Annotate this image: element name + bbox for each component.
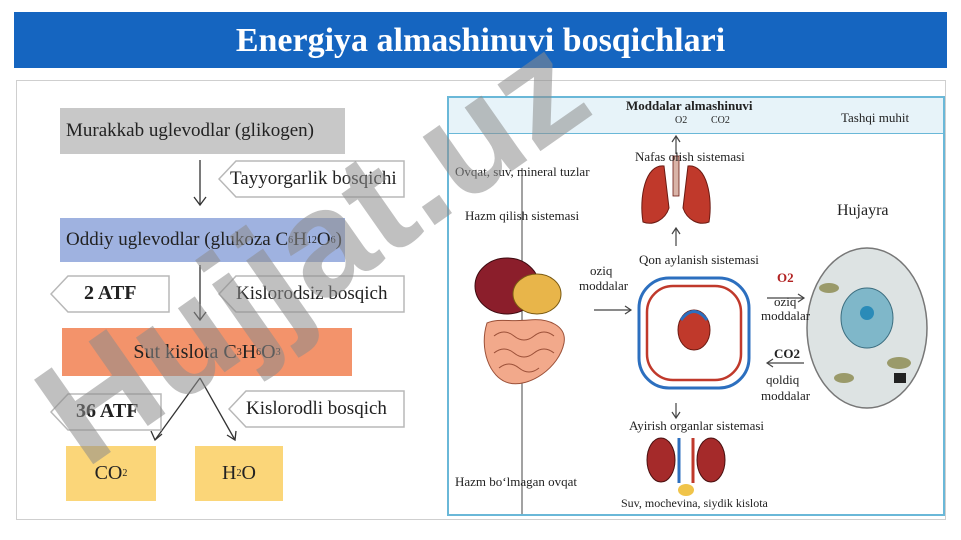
co2-top: CO2 bbox=[711, 115, 730, 126]
nutrients-label-2: moddalar bbox=[579, 278, 629, 293]
h2o-o: O bbox=[241, 462, 256, 484]
atf36-tag: 36 ATF bbox=[50, 393, 162, 431]
arrow-co2 bbox=[154, 377, 201, 441]
lh-sub: 6 bbox=[256, 346, 262, 358]
simple-carbs-label: Oddiy uglevodlar (glukoza C bbox=[66, 229, 289, 250]
aerobic-stage-label: Kislorodli bosqich bbox=[246, 398, 387, 419]
undigested-label: Hazm bo‘lmagan ovqat bbox=[455, 474, 578, 489]
cell-label: Hujayra bbox=[837, 202, 889, 219]
right-kidney bbox=[696, 437, 726, 483]
nutrients-label-1: oziq bbox=[590, 263, 613, 278]
h2o-h: H bbox=[222, 462, 237, 484]
circulatory-label: Qon aylanish sistemasi bbox=[639, 252, 759, 267]
content-frame bbox=[16, 80, 946, 520]
lc-sub: 3 bbox=[236, 346, 242, 358]
anaerobic-stage-label: Kislorodsiz bosqich bbox=[236, 283, 388, 304]
stomach bbox=[512, 273, 562, 315]
nutrients-right-2: moddalar bbox=[761, 308, 811, 323]
food-intake-label: Ovqat, suv, mineral tuzlar bbox=[455, 164, 590, 179]
prep-stage-tag: Tayyorgarlik bosqichi bbox=[218, 160, 405, 198]
respiratory-label: Nafas olish sistemasi bbox=[635, 149, 745, 164]
anaerobic-stage-tag: Kislorodsiz bosqich bbox=[218, 275, 405, 313]
h-sub: 12 bbox=[306, 234, 317, 246]
o-letter: O bbox=[316, 229, 331, 250]
close-paren: ) bbox=[335, 229, 342, 250]
nutrients-right-1: oziq bbox=[774, 294, 797, 309]
excretory-label: Ayirish organlar sistemasi bbox=[629, 418, 765, 433]
diagram-illustration bbox=[474, 134, 928, 514]
slide-title: Energiya almashinuvi bosqichlari bbox=[14, 12, 947, 68]
left-lung bbox=[641, 165, 670, 224]
o-sub: 6 bbox=[330, 234, 336, 246]
co2-label: CO bbox=[94, 462, 123, 484]
atf2-tag: 2 ATF bbox=[50, 275, 170, 313]
right-lung bbox=[682, 165, 711, 224]
intestines bbox=[483, 319, 565, 385]
outer-env-band bbox=[449, 98, 943, 134]
lh-letter: H bbox=[241, 340, 257, 363]
atf2-label: 2 ATF bbox=[84, 282, 137, 304]
atf36-label: 36 ATF bbox=[76, 400, 139, 422]
metabolism-header: Moddalar almashinuvi bbox=[626, 98, 753, 113]
aerobic-stage-tag: Kislorodli bosqich bbox=[228, 390, 405, 428]
lo-sub: 3 bbox=[275, 346, 281, 358]
glycogen-label: Murakkab uglevodlar (glikogen) bbox=[66, 120, 314, 141]
o2-right-label: O2 bbox=[777, 270, 794, 285]
lactic-acid-label: Sut kislota C bbox=[133, 340, 237, 363]
lo-letter: O bbox=[261, 340, 276, 363]
left-kidney bbox=[646, 437, 676, 483]
prep-stage-label: Tayyorgarlik bosqichi bbox=[230, 168, 397, 189]
outer-env-label: Tashqi muhit bbox=[841, 110, 910, 125]
h-letter: H bbox=[293, 229, 307, 250]
co2-sub: 2 bbox=[122, 468, 128, 479]
c-sub: 6 bbox=[288, 234, 294, 246]
waste-label-2: moddalar bbox=[761, 388, 811, 403]
o2-top: O2 bbox=[675, 115, 688, 126]
arrow-h2o bbox=[199, 377, 236, 441]
glycogen-box: Murakkab uglevodlar (glikogen) bbox=[60, 108, 345, 154]
waste-label-1: qoldiq bbox=[766, 372, 800, 387]
metabolism-diagram: Moddalar almashinuvi Tashqi muhit O2 CO2… bbox=[447, 96, 945, 516]
h2o-sub: 2 bbox=[236, 468, 242, 479]
co2-right-label: CO2 bbox=[774, 346, 800, 361]
excreted-label: Suv, mochevina, siydik kislota bbox=[621, 496, 768, 510]
digestive-label: Hazm qilish sistemasi bbox=[465, 208, 580, 223]
circulation-loop bbox=[637, 276, 751, 390]
